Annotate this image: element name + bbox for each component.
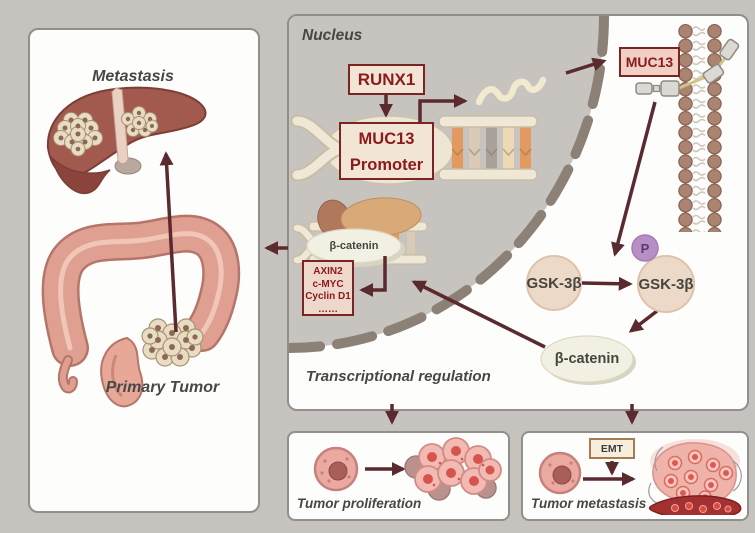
organ-illustration [41,86,241,408]
primary-tumor-label: Primary Tumor [105,379,220,396]
target-gene-cmyc: c-MYC [312,278,344,290]
nuclear-envelope [289,16,609,353]
gsk3b-inactive-label: GSK-3β [526,275,582,292]
arrow-gsk3b-to-bcatenin [628,309,659,333]
tumor-metastasis-label: Tumor metastasis [531,496,647,511]
muc13-promoter-line1: MUC13 [358,130,415,148]
beta-catenin-nuclear-oval [306,228,402,264]
arrow-bcatenin-to-nucleus [411,280,546,349]
emt-box: EMT [589,438,635,459]
arrow-muc13-to-gsk3b [611,101,657,257]
runx1-box: RUNX1 [348,64,425,95]
beta-catenin-cytoplasmic-oval [540,335,636,385]
liver-metastasis-cluster-right [121,106,159,137]
tumor-metastasis-box: EMT Tumor metastasis [521,431,749,521]
muc13-promoter-box: MUC13 Promoter [339,122,434,180]
muc13-box: MUC13 [619,47,680,77]
tumor-proliferation-box: Tumor proliferation [287,431,510,521]
arrow-gsk3b-phosphorylation [581,276,633,291]
metastasis-illustration [538,439,742,515]
muc13-promoter-line2: Promoter [349,156,424,174]
liver-illustration [46,86,207,195]
tumor-proliferation-label: Tumor proliferation [297,496,422,511]
red-blood-cells [671,502,732,513]
single-tumor-cell [313,446,359,492]
pathway-arrows [359,57,659,349]
primary-tumor-cluster [141,318,204,367]
liver-metastasis-cluster-left [53,112,103,157]
target-gene-ellipsis: …… [318,303,338,315]
gsk3b-active-label: GSK-3β [638,276,694,293]
metastatic-tumor-mass [648,439,742,515]
proliferating-cell-cluster [404,437,502,501]
beta-catenin-cytoplasmic-label: β-catenin [554,351,620,367]
liver-ligament [111,87,129,165]
gsk3b-inactive-circle [526,255,582,311]
nucleus-label: Nucleus [302,27,363,44]
phosphate-circle [631,234,659,262]
lipid-bilayer-membrane [678,24,722,232]
target-gene-cyclind1: Cyclin D1 [305,291,351,302]
target-gene-axin2: AXIN2 [313,266,343,277]
arrow-mrna-to-muc13 [565,57,607,75]
pathway-panel: Nucleus RUNX1 MUC13 Promoter MUC13 AXIN2… [287,14,749,411]
gsk3b-phospho-circle [631,234,695,313]
muc13-protein [635,38,740,97]
target-genes-box: AXIN2 c-MYC Cyclin D1 …… [302,260,354,316]
single-tumor-cell [538,451,582,495]
phosphate-label: P [640,241,650,256]
proliferation-illustration [313,437,502,501]
arrow-transcription-start [418,94,468,122]
arrow-complex-to-targets [359,256,387,297]
colon-illustration [41,214,241,408]
mrna-squiggle [475,76,547,106]
transcription-complex [292,197,428,267]
beta-catenin-nuclear-label: β-catenin [329,240,379,252]
rectum [100,336,144,408]
metastasis-arrow [159,151,178,333]
metastasis-panel: Metastasis Primary Tumor [28,28,260,513]
metastasis-label: Metastasis [92,68,174,85]
transcriptional-regulation-label: Transcriptional regulation [306,368,491,385]
